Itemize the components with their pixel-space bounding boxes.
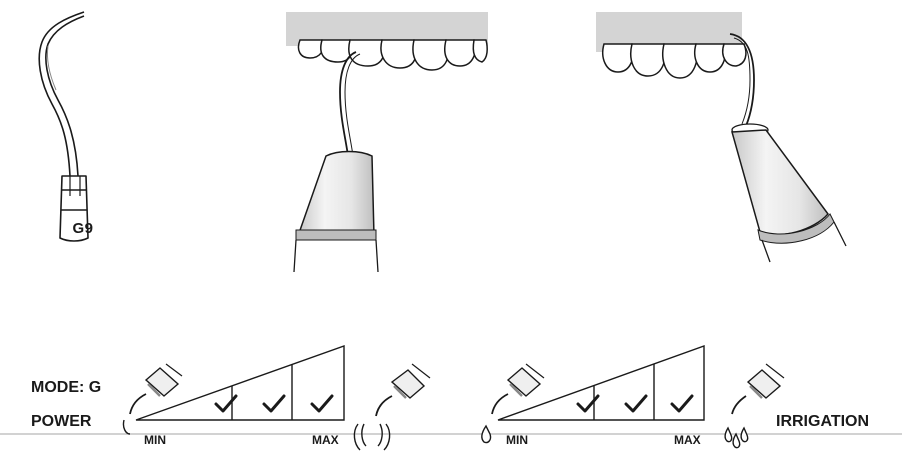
checkmark-icon: [670, 394, 694, 413]
mode-label: MODE: G: [31, 379, 101, 396]
handpiece-max-vibration-icon: [353, 363, 431, 451]
checkmark-icon: [576, 394, 600, 413]
handpiece-min-icon: [122, 363, 183, 435]
irrigation-checkmarks: [576, 394, 694, 413]
power-max-label: MAX: [312, 433, 339, 447]
handpiece-upper-teeth-icon: [596, 12, 847, 263]
power-scale: [135, 345, 345, 421]
power-min-label: MIN: [144, 433, 166, 447]
irrigation-max-label: MAX: [674, 433, 701, 447]
checkmark-icon: [624, 394, 648, 413]
irrigation-scale: [497, 345, 705, 421]
power-label: POWER: [31, 413, 92, 430]
handpiece-drops-icon: [724, 363, 785, 449]
tip-model-label: G9: [72, 220, 94, 237]
handpiece-drop-icon: [481, 363, 545, 444]
power-checkmarks: [214, 394, 334, 413]
checkmark-icon: [262, 394, 286, 413]
irrigation-label: IRRIGATION: [776, 413, 869, 430]
handpiece-on-teeth-icon: [286, 12, 488, 273]
irrigation-min-label: MIN: [506, 433, 528, 447]
checkmark-icon: [214, 394, 238, 413]
scaler-tip-g9-icon: [38, 11, 89, 242]
checkmark-icon: [310, 394, 334, 413]
